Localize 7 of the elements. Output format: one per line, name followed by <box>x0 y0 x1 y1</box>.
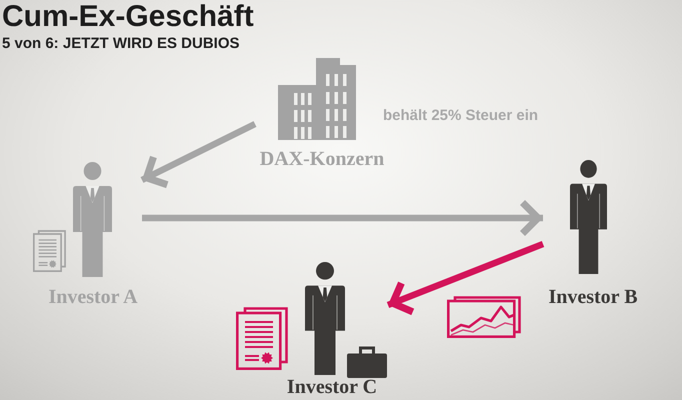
note-text: behält 25% Steuer ein <box>383 107 538 125</box>
subtitle: 5 von 6: JETZT WIRD ES DUBIOS <box>2 35 240 53</box>
node-label: Investor A <box>48 286 138 308</box>
node-label: DAX-Konzern <box>260 148 384 170</box>
title: Cum-Ex-Geschäft <box>2 0 254 34</box>
node-label: Investor C <box>286 376 378 398</box>
node-label: Investor B <box>548 286 638 308</box>
